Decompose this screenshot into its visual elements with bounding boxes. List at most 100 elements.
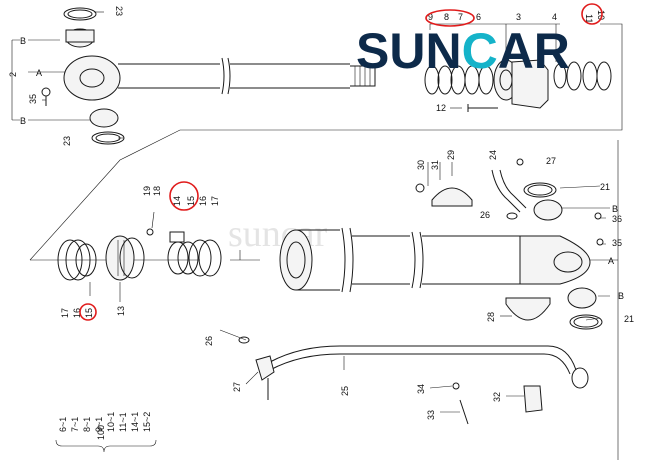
label-21a: 21 (600, 182, 610, 192)
logo-letter: N (425, 23, 461, 79)
cylinder-head (511, 59, 549, 109)
bushing-b-bottom (567, 287, 597, 309)
piston-rod (118, 63, 220, 89)
clamp-29 (431, 187, 473, 207)
seal-box-14 (169, 231, 185, 243)
set-screw-18 (146, 228, 154, 236)
grease-fitting-35-bottom (596, 238, 604, 246)
label-14: 14 (172, 196, 182, 206)
label-8: 8 (444, 12, 449, 22)
clamp-28 (505, 297, 551, 321)
label-27a: 27 (546, 156, 556, 166)
rod-eye (63, 55, 121, 101)
label-16: 16 (198, 196, 208, 206)
pipe-25 (269, 345, 577, 371)
label-9: 9 (428, 12, 433, 22)
bushing-bottom (89, 108, 119, 128)
label-25: 25 (340, 386, 350, 396)
suncar-logo: SUNCAR (356, 23, 570, 79)
logo-letter: R (534, 23, 570, 79)
kit-bracket (55, 439, 157, 453)
label-23a: 23 (114, 6, 124, 16)
label-35a: 35 (28, 94, 38, 104)
seal-16 (188, 239, 212, 277)
label-4: 4 (552, 12, 557, 22)
kit-item: 14~1 (130, 412, 140, 432)
label-33: 33 (426, 410, 436, 420)
label-17b: 17 (60, 308, 70, 318)
cylinder-tube-end (279, 229, 313, 291)
kit-item: 7~1 (70, 417, 80, 432)
seal-14 (167, 241, 189, 275)
seal-17 (198, 239, 222, 277)
label-18: 18 (152, 186, 162, 196)
part-labels: 2 A B B 35 23 23 9 8 7 6 3 4 11 10 12 19… (8, 6, 634, 440)
label-B4: B (618, 291, 624, 301)
logo-text: SUNCAR (356, 23, 570, 79)
label-3: 3 (516, 12, 521, 22)
label-B3: B (612, 204, 618, 214)
bottom-assembly (30, 140, 619, 460)
label-24: 24 (488, 150, 498, 160)
label-31: 31 (430, 160, 440, 170)
kit-list: 6~1 7~1 8~1 9~1 10~1 11~1 14~1 15~2 (58, 412, 152, 432)
kit-item: 11~1 (118, 412, 128, 432)
seal-21-top (523, 182, 557, 198)
seal-ring-a (424, 65, 440, 95)
label-11: 11 (584, 14, 594, 23)
logo-letter: C (462, 23, 498, 79)
bushing-top-body (65, 29, 95, 43)
bolt-27-top (516, 158, 524, 166)
kit-item: 6~1 (58, 417, 68, 432)
label-26a: 26 (480, 210, 490, 220)
bolt-30 (415, 183, 425, 193)
clamp-32 (523, 385, 543, 413)
piston-seal-17 (57, 239, 83, 281)
label-10: 10 (596, 10, 606, 20)
label-13: 13 (116, 306, 126, 316)
label-19: 19 (142, 186, 152, 196)
label-32: 32 (492, 392, 502, 402)
washer-34 (452, 382, 460, 390)
label-6: 6 (476, 12, 481, 22)
label-12: 12 (436, 103, 446, 113)
label-A2: A (608, 256, 614, 266)
label-21b: 21 (624, 314, 634, 324)
bushing-b-top (533, 199, 563, 221)
flange-27 (255, 355, 275, 381)
label-15b: 15 (84, 308, 94, 318)
label-7: 7 (458, 12, 463, 22)
label-23b: 23 (62, 136, 72, 146)
piston-seal-15 (75, 243, 97, 277)
label-28: 28 (486, 312, 496, 322)
label-27b: 27 (232, 382, 242, 392)
label-2: 2 (8, 72, 18, 77)
cylinder-tube (296, 229, 340, 291)
label-34: 34 (416, 384, 426, 394)
highlight-circle-10-11 (581, 3, 603, 25)
label-36: 36 (612, 214, 622, 224)
label-26b: 26 (204, 336, 214, 346)
logo-letter: A (498, 23, 534, 79)
cylinder-bottom (519, 235, 591, 285)
seal-23-top (63, 7, 97, 21)
kit-item: 10~1 (106, 412, 116, 432)
highlights (79, 3, 603, 321)
highlight-circle-14-15 (169, 181, 199, 211)
label-16b: 16 (72, 308, 82, 318)
highlight-circle-15 (79, 303, 97, 321)
label-A1: A (36, 68, 42, 78)
seal-ring-4 (553, 63, 567, 89)
o-ring-26 (506, 212, 518, 220)
kit-item: 15~2 (142, 412, 152, 432)
logo-letter: U (389, 23, 425, 79)
seal-21-bottom (569, 314, 603, 330)
grease-fitting-36 (594, 212, 602, 220)
label-15: 15 (186, 196, 196, 206)
watermark-text: suncar (228, 213, 328, 255)
piston-seal-16 (65, 239, 91, 281)
pipe-24 (491, 169, 521, 213)
label-100: 100 (96, 425, 106, 440)
